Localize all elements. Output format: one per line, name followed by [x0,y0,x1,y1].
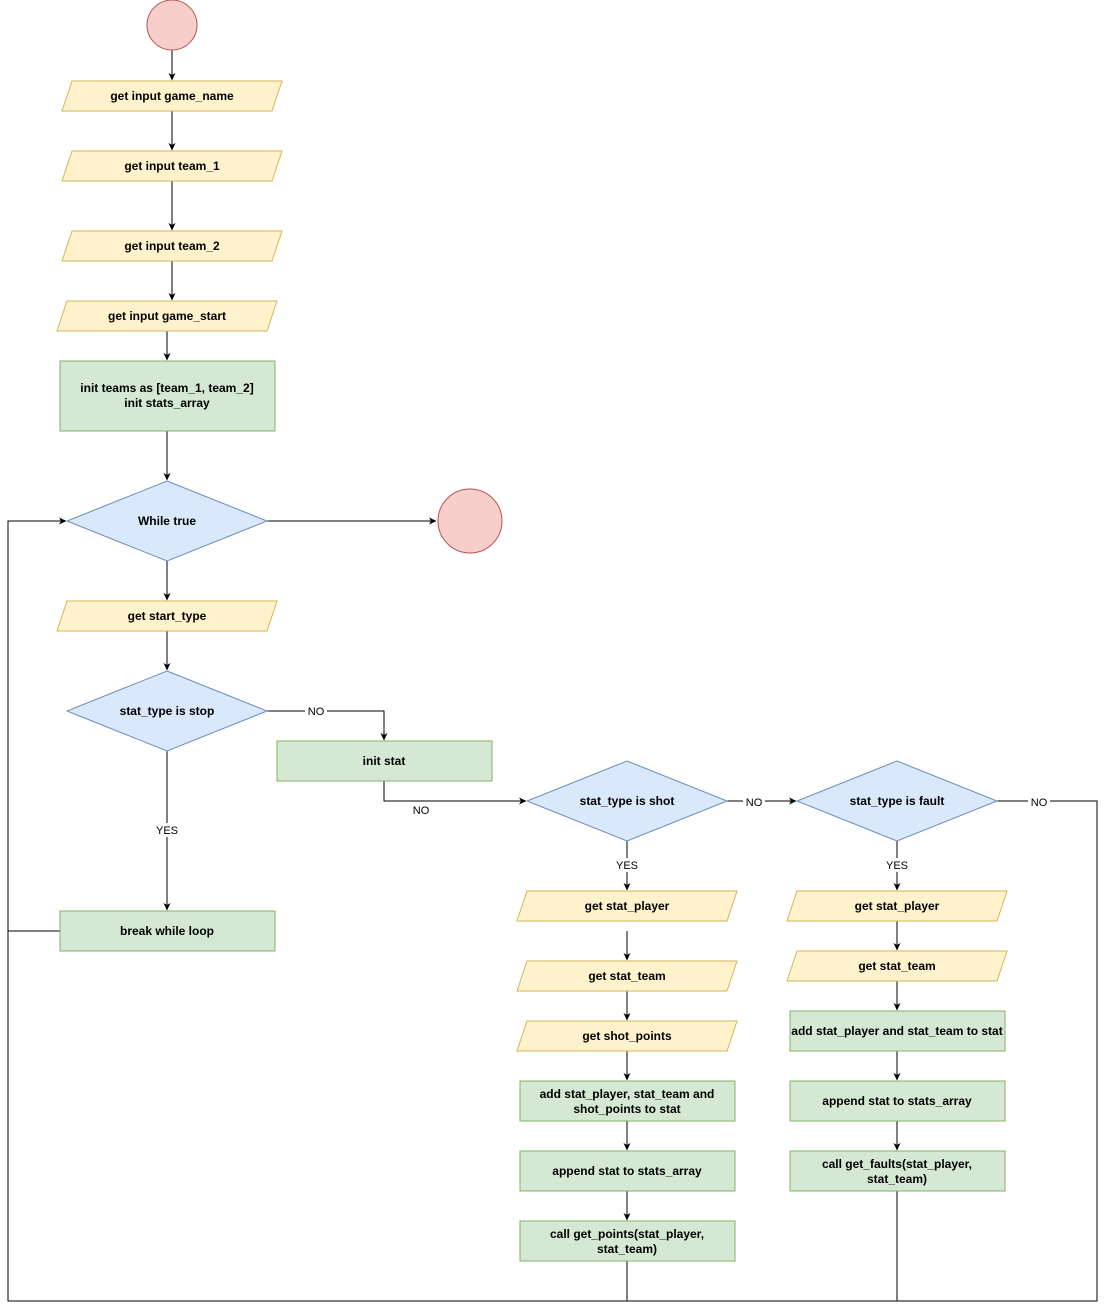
input-fault-player-label: get stat_player [855,899,940,913]
label-shot-no: NO [746,797,763,809]
input-start-type: get start_type [56,600,278,632]
process-break-loop-label: break while loop [120,924,214,938]
process-init-teams: init teams as [team_1, team_2] init stat… [59,360,276,432]
input-game-name: get input game_name [61,80,283,112]
input-shot-team: get stat_team [516,960,738,992]
process-init-stat: init stat [276,740,493,782]
input-team-2: get input team_2 [61,230,283,262]
decision-is-shot: stat_type is shot [525,760,729,842]
input-shot-points: get shot_points [516,1020,738,1052]
end-node [437,488,503,554]
decision-is-shot-label: stat_type is shot [580,794,675,808]
process-init-teams-line-2: init stats_array [124,396,210,410]
process-fault-call: call get_faults(stat_player, stat_team) [789,1150,1006,1192]
start-node [146,0,198,51]
process-shot-add-line-2: shot_points to stat [573,1102,680,1116]
process-fault-call-line-2: stat_team) [867,1172,927,1186]
input-shot-player: get stat_player [516,890,738,922]
process-shot-call-line-2: stat_team) [597,1242,657,1256]
label-fault-no: NO [1031,797,1048,809]
label-stop-yes: YES [156,825,178,837]
process-shot-call: call get_points(stat_player, stat_team) [519,1220,736,1262]
process-shot-call-line-1: call get_points(stat_player, [550,1227,704,1241]
decision-while-true: While true [65,480,269,562]
input-shot-points-label: get shot_points [582,1029,672,1043]
process-fault-append-label: append stat to stats_array [822,1094,972,1108]
process-fault-add: add stat_player and stat_team to stat [789,1010,1006,1052]
input-fault-team: get stat_team [786,950,1008,982]
decision-while-true-label: While true [138,514,196,528]
input-fault-team-label: get stat_team [858,959,935,973]
decision-is-stop-label: stat_type is stop [120,704,215,718]
input-game-start: get input game_start [56,300,278,332]
label-init-no: NO [413,805,430,817]
edge-labels: NO YES NO NO YES NO YES [154,704,1050,872]
process-fault-append: append stat to stats_array [789,1080,1006,1122]
input-game-start-label: get input game_start [108,309,226,323]
process-fault-add-label: add stat_player and stat_team to stat [791,1024,1002,1038]
input-shot-player-label: get stat_player [585,899,670,913]
decision-is-stop: stat_type is stop [65,670,269,752]
input-team-1-label: get input team_1 [124,159,220,173]
decision-is-fault: stat_type is fault [795,760,999,842]
input-fault-player: get stat_player [786,890,1008,922]
label-stop-no: NO [308,706,325,718]
process-shot-append: append stat to stats_array [519,1150,736,1192]
input-start-type-label: get start_type [128,609,207,623]
process-shot-add-line-1: add stat_player, stat_team and [540,1087,715,1101]
decision-is-fault-label: stat_type is fault [850,794,945,808]
edge-init-stat-to-is-shot [383,781,527,805]
edge-break-loop-back [7,517,67,932]
process-break-loop: break while loop [59,910,276,952]
label-shot-yes: YES [616,860,638,872]
process-shot-append-label: append stat to stats_array [552,1164,702,1178]
nodes: get input game_name get input team_1 get… [56,0,1008,1262]
process-shot-add: add stat_player, stat_team and shot_poin… [519,1080,736,1122]
input-game-name-label: get input game_name [110,89,234,103]
process-init-stat-label: init stat [363,754,406,768]
input-team-1: get input team_1 [61,150,283,182]
edge-is-fault-no-loop-back [7,800,1098,1302]
label-fault-yes: YES [886,860,908,872]
input-shot-team-label: get stat_team [588,969,665,983]
process-fault-call-line-1: call get_faults(stat_player, [822,1157,972,1171]
input-team-2-label: get input team_2 [124,239,220,253]
process-init-teams-line-1: init teams as [team_1, team_2] [80,381,253,395]
